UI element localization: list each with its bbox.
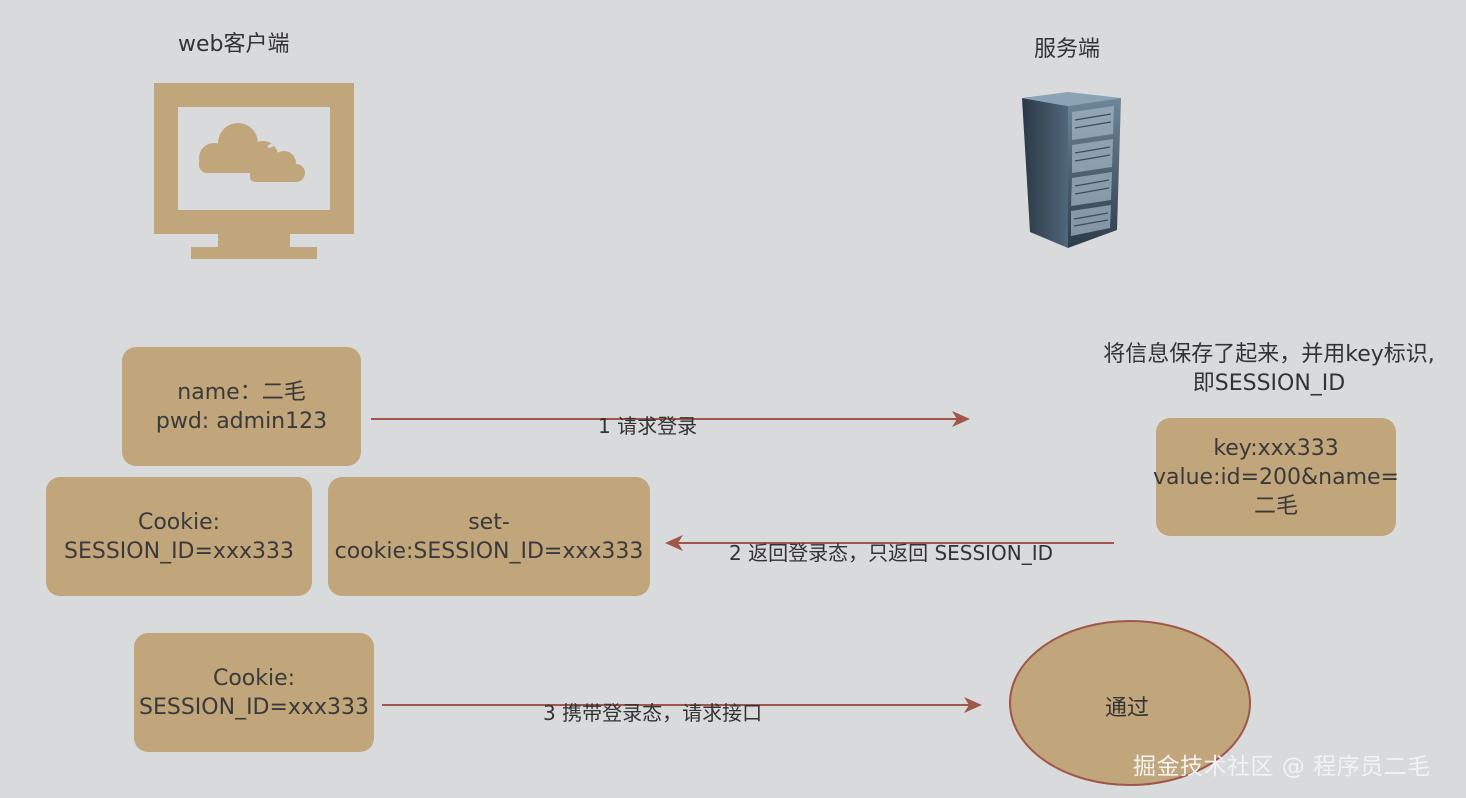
session-value-name: 二毛: [1253, 493, 1298, 519]
cookie-box-request: Cookie: SESSION_ID=xxx333: [134, 633, 374, 752]
arrow-3-label: 3 携带登录态，请求接口: [543, 701, 763, 725]
set-cookie-box: set- cookie:SESSION_ID=xxx333: [328, 477, 650, 596]
client-title: web客户端: [178, 32, 290, 57]
server-note-line-1: 将信息保存了起来，并用key标识,: [1103, 342, 1435, 367]
set-cookie-label: set-: [468, 509, 510, 535]
server-note-line-2: 即SESSION_ID: [1192, 371, 1346, 396]
server-note: 将信息保存了起来，并用key标识, 即SESSION_ID: [1086, 340, 1452, 398]
credentials-box: name：二毛 pwd: admin123: [122, 347, 361, 466]
session-key: key:xxx333: [1213, 435, 1339, 461]
arrow-3-head: [964, 697, 982, 713]
cookie-value: SESSION_ID=xxx333: [64, 538, 294, 564]
cookie-label: Cookie:: [137, 509, 221, 535]
cookie-request-label: Cookie:: [212, 665, 296, 691]
watermark: 掘金技术社区 @ 程序员二毛: [1133, 754, 1431, 780]
arrow-2-label: 2 返回登录态，只返回 SESSION_ID: [729, 541, 1054, 565]
session-value: value:id=200&name=: [1153, 464, 1399, 490]
session-store-box: key:xxx333 value:id=200&name= 二毛: [1153, 418, 1399, 536]
credentials-name: name：二毛: [177, 379, 306, 405]
credentials-pwd: pwd: admin123: [155, 408, 328, 434]
arrow-1-label: 1 请求登录: [598, 414, 698, 438]
server-title: 服务端: [1034, 37, 1101, 62]
pass-label: 通过: [1105, 696, 1150, 721]
arrow-1-head: [952, 411, 970, 427]
arrow-2-head: [665, 535, 683, 551]
cookie-request-value: SESSION_ID=xxx333: [139, 694, 369, 720]
set-cookie-value: cookie:SESSION_ID=xxx333: [334, 538, 644, 564]
cookie-box-stored: Cookie: SESSION_ID=xxx333: [46, 477, 312, 596]
